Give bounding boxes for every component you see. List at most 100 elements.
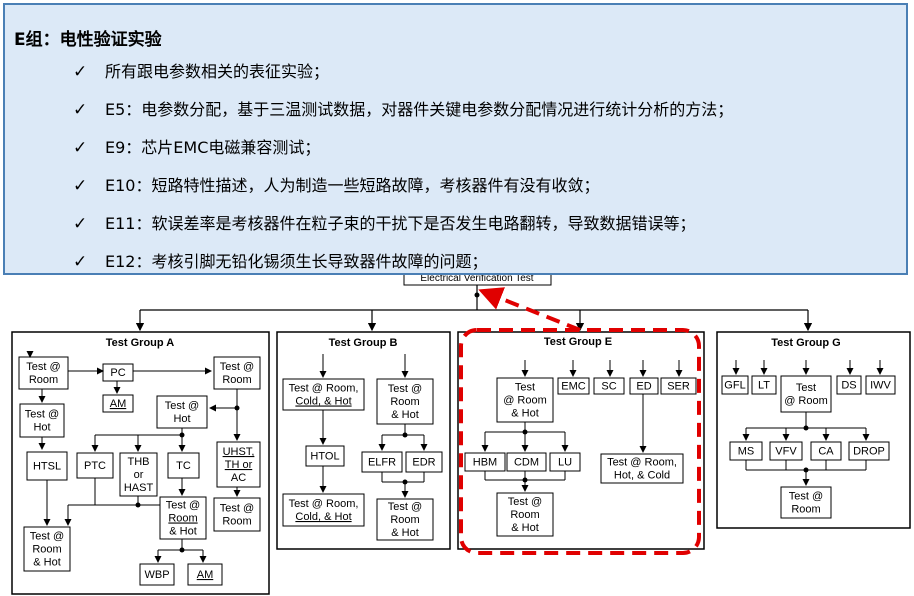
flow-node-label: Room — [29, 374, 58, 386]
flow-node: WBP — [139, 563, 175, 586]
list-item-text: E12：考核引脚无铅化锡须生长导致器件故障的问题； — [105, 252, 488, 271]
flow-node-label: EMC — [561, 381, 586, 393]
flow-node-label: or — [134, 469, 144, 481]
flow-node-label: & Hot — [169, 526, 197, 538]
flow-node: CA — [810, 441, 842, 461]
list-item: ✓E11：软误差率是考核器件在粒子束的干扰下是否发生电路翻转，导致数据错误等； — [73, 214, 733, 252]
flow-node-label: & Hot — [391, 409, 419, 421]
flow-node-label: @ Room — [784, 395, 828, 407]
flow-node-box — [26, 451, 68, 481]
flow-node-label: SC — [601, 381, 616, 393]
flow-node: AM — [187, 563, 223, 586]
flow-node-label: & Hot — [391, 527, 419, 539]
list-item-text: E5：电参数分配，基于三温测试数据，对器件关键电参数分配情况进行统计分析的方法； — [105, 100, 734, 119]
root-connectors — [135, 285, 813, 332]
flow-node-box — [780, 486, 832, 519]
highlight-arrow — [478, 287, 581, 332]
flow-node-label: AM — [110, 398, 127, 410]
connectors — [26, 351, 884, 563]
flow-node-label: Test — [796, 382, 816, 394]
flow-node-box — [496, 492, 554, 537]
flow-node-box — [305, 445, 345, 467]
flow-node: Test @Room — [780, 486, 832, 519]
flow-node-label: Test @ — [388, 501, 422, 513]
flow-node: Test @Room& Hot — [376, 378, 434, 425]
flow-node: SER — [660, 377, 697, 395]
flow-node-label: Test @ — [165, 400, 199, 412]
flow-node-label: TH or — [225, 459, 253, 471]
flow-node-box — [167, 452, 200, 479]
flow-node-label: AC — [231, 472, 246, 484]
flow-node: SC — [593, 377, 625, 395]
flow-node-label: VFV — [775, 446, 797, 458]
flow-node: PTC — [76, 452, 114, 479]
group-e-title: Test Group E — [544, 336, 612, 348]
flow-node-label: Test @ — [30, 531, 64, 543]
flow-node: DROP — [848, 441, 890, 461]
flow-node-label: GFL — [724, 380, 745, 392]
flow-node-label: Test @ Room, — [607, 457, 677, 469]
flow-node: VFV — [769, 441, 803, 461]
flow-node: LT — [751, 375, 777, 395]
group-e-highlight — [459, 328, 701, 555]
flow-node-box — [282, 493, 365, 527]
callout-list: ✓所有跟电参数相关的表征实验； ✓E5：电参数分配，基于三温测试数据，对器件关键… — [73, 62, 733, 290]
callout-panel: E组：电性验证实验 ✓所有跟电参数相关的表征实验； ✓E5：电参数分配，基于三温… — [3, 3, 908, 275]
flow-node: Test @Hot — [19, 403, 65, 438]
flow-node-label: Room — [390, 514, 419, 526]
flow-node: Test @Room& Hot — [23, 526, 71, 572]
flow-node-box — [18, 356, 69, 390]
flow-node: Test@ Room — [780, 375, 832, 413]
flow-node-label: Room — [791, 504, 820, 516]
flow-node-label: TC — [176, 460, 191, 472]
flow-node-box — [216, 441, 261, 488]
flow-node: HTSL — [26, 451, 68, 481]
flow-node: Test@ Room& Hot — [496, 377, 554, 423]
flow-node-box — [557, 377, 590, 395]
flow-node-label: IWV — [870, 380, 891, 392]
flow-node-label: Test @ Room, — [289, 383, 359, 395]
flow-node: CDM — [506, 452, 547, 472]
flow-node-label: Room — [510, 509, 539, 521]
flow-node-label: ELFR — [368, 457, 396, 469]
flow-node-label: @ Room — [503, 395, 547, 407]
flow-node-label: DS — [841, 380, 856, 392]
flow-node-box — [660, 377, 697, 395]
flow-node: TC — [167, 452, 200, 479]
flow-node-box — [156, 395, 208, 429]
check-icon: ✓ — [73, 100, 88, 120]
flow-node: ED — [629, 377, 659, 395]
flow-node: HBM — [464, 452, 506, 472]
check-icon: ✓ — [73, 138, 88, 158]
flow-node-box — [102, 394, 134, 413]
flow-node-label: Test @ — [220, 503, 254, 515]
group-a-title: Test Group A — [106, 337, 175, 349]
flow-node-label: Cold, & Hot — [295, 396, 351, 408]
flow-node-label: CA — [818, 446, 834, 458]
flow-node-label: DROP — [853, 446, 885, 458]
flow-node-label: MS — [738, 446, 755, 458]
flow-node: Test @Room& Hot — [159, 496, 207, 540]
flow-node-label: HTOL — [310, 451, 339, 463]
flow-node-box — [139, 563, 175, 586]
flow-node: Test @Room& Hot — [496, 492, 554, 537]
flow-node-box — [376, 498, 434, 541]
flow-node-label: Hot — [173, 413, 190, 425]
flow-node: Test @Hot — [156, 395, 208, 429]
flow-node-box — [836, 375, 862, 395]
flow-node-label: WBP — [144, 569, 169, 581]
flow-node-box — [865, 375, 896, 395]
flow-node-label: Hot — [33, 422, 50, 434]
flow-node: DS — [836, 375, 862, 395]
flow-node-box — [751, 375, 777, 395]
flow-node-label: Room — [390, 396, 419, 408]
list-item-text: E11：软误差率是考核器件在粒子束的干扰下是否发生电路翻转，导致数据错误等； — [105, 214, 696, 233]
flow-node-box — [496, 377, 554, 423]
flow-node-box — [213, 356, 261, 390]
flow-node-label: LT — [758, 380, 770, 392]
flow-node: Test @Room — [213, 497, 261, 532]
flow-node-label: Test @ — [26, 361, 60, 373]
list-item: ✓E10：短路特性描述，人为制造一些短路故障，考核器件有没有收敛； — [73, 176, 733, 214]
